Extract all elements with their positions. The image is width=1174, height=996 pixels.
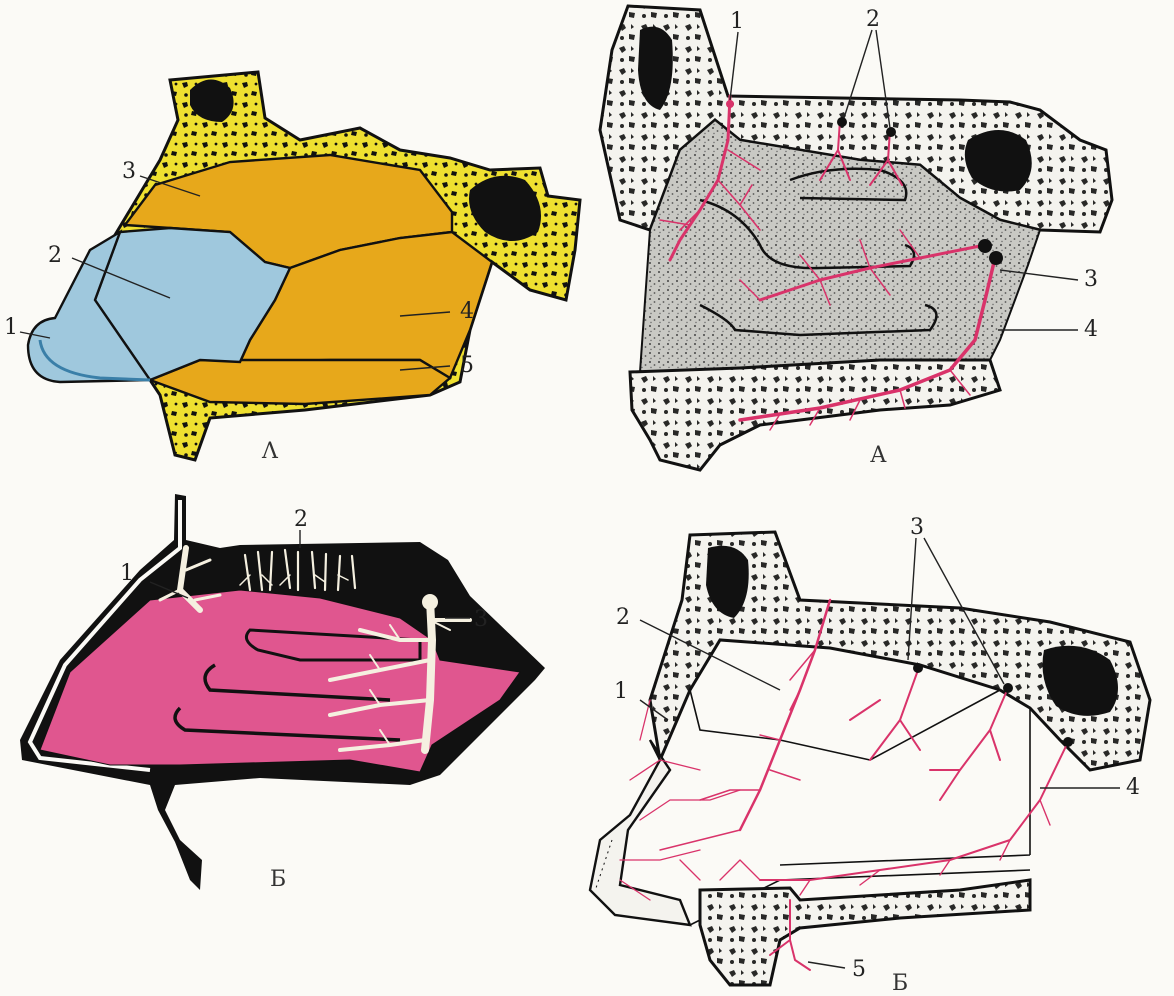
label-5: 5 bbox=[852, 957, 866, 982]
label-5: 5 bbox=[460, 353, 474, 378]
caption-top-left: Λ bbox=[261, 439, 279, 464]
panel-top-left: 3 2 1 4 5 Λ bbox=[4, 72, 580, 464]
label-4: 4 bbox=[460, 299, 474, 324]
label-2: 2 bbox=[866, 7, 880, 32]
label-3: 3 bbox=[910, 515, 924, 540]
label-4: 4 bbox=[1084, 317, 1098, 342]
label-2: 2 bbox=[294, 507, 308, 532]
caption-bottom-right: Б bbox=[892, 971, 908, 996]
label-1: 1 bbox=[730, 9, 744, 34]
label-3: 3 bbox=[474, 607, 488, 632]
panel-top-right: 1 2 3 4 А bbox=[600, 6, 1120, 470]
label-1: 1 bbox=[120, 561, 134, 586]
label-3: 3 bbox=[1084, 267, 1098, 292]
nasal-cartilage bbox=[590, 740, 690, 925]
panel-bottom-left: 1 2 3 Б bbox=[20, 494, 545, 892]
label-2: 2 bbox=[48, 243, 62, 268]
caption-top-right: А bbox=[870, 443, 887, 468]
panel-bottom-right: 2 1 3 4 5 Б bbox=[590, 515, 1150, 996]
label-1: 1 bbox=[614, 679, 628, 704]
caption-bottom-left: Б bbox=[270, 867, 286, 892]
region-5 bbox=[150, 360, 450, 404]
label-4: 4 bbox=[1126, 775, 1140, 800]
label-2: 2 bbox=[616, 605, 630, 630]
label-1: 1 bbox=[4, 315, 18, 340]
label-3: 3 bbox=[122, 159, 136, 184]
